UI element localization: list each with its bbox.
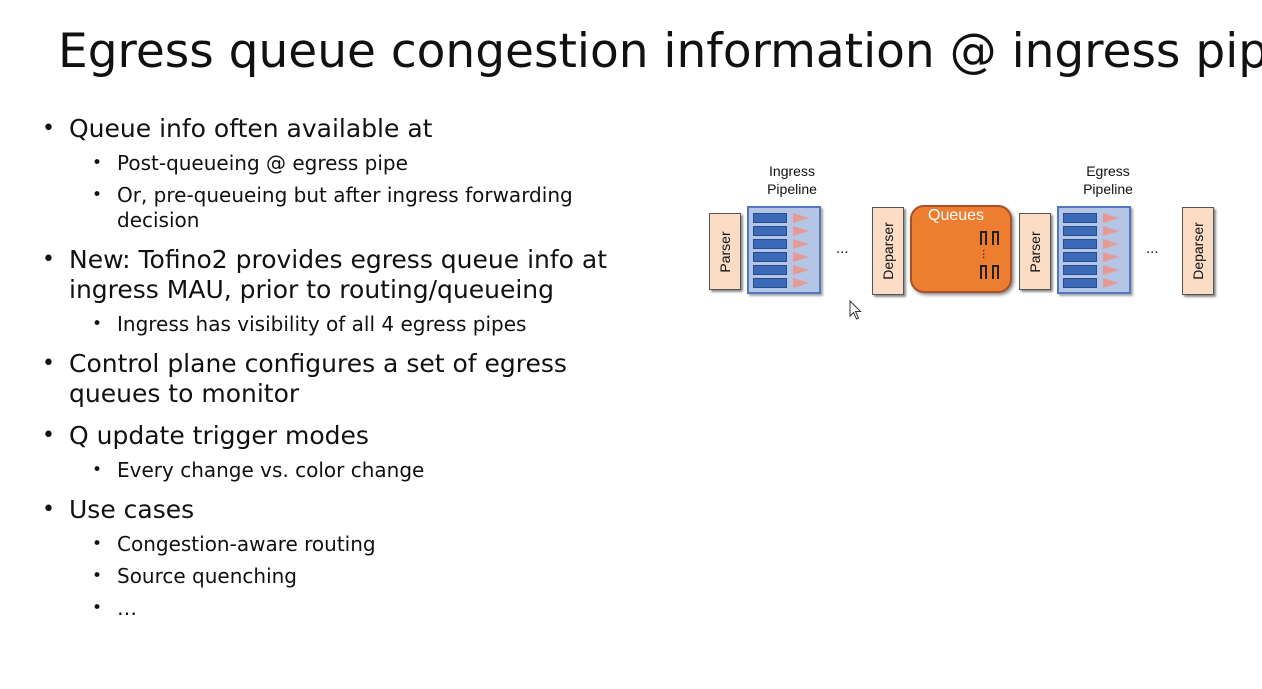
queue-slot-icon [980,265,987,279]
egress-deparser-block: Deparser [1182,207,1214,295]
ingress-parser-block: Parser [709,213,741,290]
sub-bullet-every-change: Every change vs. color change [42,458,662,483]
ingress-label-line2: Pipeline [767,181,817,197]
queues-label: Queues [928,207,985,224]
queue-slot-icon [992,265,999,279]
egress-parser-label: Parser [1027,230,1043,273]
sub-bullet-pre-queueing: Or, pre-queueing but after ingress forwa… [42,183,617,233]
stage-bar [1063,239,1097,249]
stage-bar [1063,213,1097,223]
stage-triangle [1103,278,1119,288]
stage-triangle [1103,252,1119,262]
sub-bullet-ingress-visibility: Ingress has visibility of all 4 egress p… [42,312,662,337]
slide-title: Egress queue congestion information @ in… [58,24,1262,79]
queue-dots-icon: ... [980,248,995,260]
stage-triangle [793,278,809,288]
stage-triangle [1103,213,1119,223]
queues-block: Queues ... [910,205,1012,293]
ingress-deparser-label: Deparser [880,222,896,280]
pipeline-diagram: Ingress Pipeline Egress Pipeline Parser … [705,160,1220,310]
stage-triangle [1103,226,1119,236]
stage-bar [1063,278,1097,288]
ingress-label-line1: Ingress [769,163,815,179]
ingress-pipeline-block [747,206,821,294]
sub-bullet-source-quenching: Source quenching [42,564,662,589]
bullet-q-update: Q update trigger modes [42,421,662,451]
stage-bar [1063,226,1097,236]
egress-ellipsis: ... [1146,240,1159,257]
stage-triangle [793,239,809,249]
stage-bar [753,252,787,262]
bullet-use-cases: Use cases [42,495,662,525]
sub-bullet-ellipsis: … [42,596,662,621]
ingress-parser-label: Parser [717,230,733,273]
bullet-queue-info: Queue info often available at [42,114,662,144]
stage-triangle [1103,239,1119,249]
mouse-pointer-icon [849,300,862,320]
sub-bullet-congestion-routing: Congestion-aware routing [42,532,662,557]
stage-bar [1063,265,1097,275]
ingress-pipeline-label: Ingress Pipeline [757,162,827,198]
stage-bar [753,278,787,288]
stage-bar [753,213,787,223]
stage-triangle [793,213,809,223]
stage-bar [753,265,787,275]
queue-slot-icon [992,231,999,245]
stage-triangle [793,226,809,236]
egress-pipeline-label: Egress Pipeline [1073,162,1143,198]
stage-triangle [793,265,809,275]
stage-bar [753,226,787,236]
bullet-control-plane: Control plane configures a set of egress… [42,349,609,409]
bullet-tofino2: New: Tofino2 provides egress queue info … [42,245,649,305]
stage-bar [1063,252,1097,262]
egress-deparser-label: Deparser [1190,222,1206,280]
stage-triangle [793,252,809,262]
ingress-ellipsis: ... [836,240,849,257]
bullet-list: Queue info often available at Post-queue… [42,114,662,628]
egress-label-line1: Egress [1086,163,1130,179]
egress-parser-block: Parser [1019,213,1051,290]
egress-pipeline-block [1057,206,1131,294]
egress-label-line2: Pipeline [1083,181,1133,197]
ingress-deparser-block: Deparser [872,207,904,295]
stage-triangle [1103,265,1119,275]
stage-bar [753,239,787,249]
sub-bullet-post-queueing: Post-queueing @ egress pipe [42,151,662,176]
queue-slot-icon [980,231,987,245]
